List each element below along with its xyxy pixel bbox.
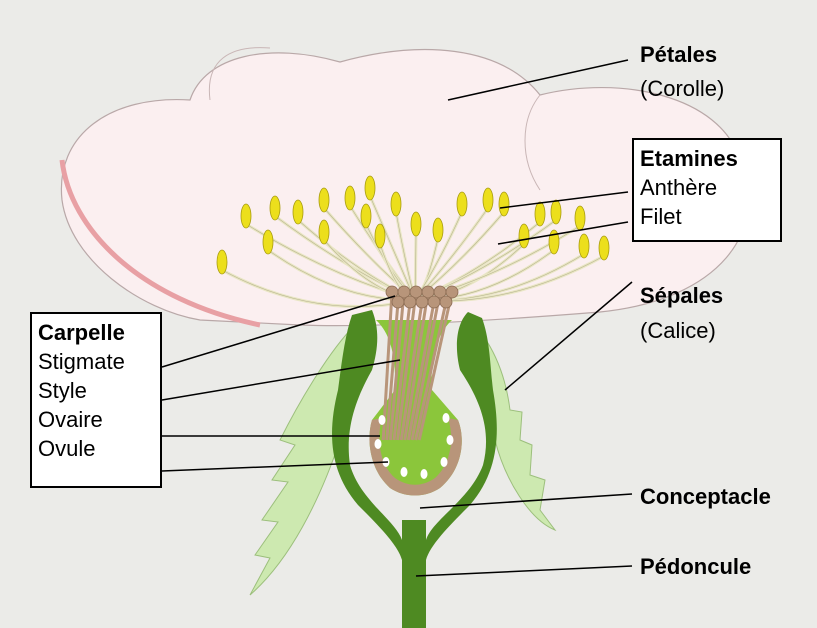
anther bbox=[519, 224, 529, 248]
anther bbox=[483, 188, 493, 212]
anther bbox=[319, 220, 329, 244]
anther bbox=[551, 200, 561, 224]
anther bbox=[535, 202, 545, 226]
anther bbox=[241, 204, 251, 228]
peduncle bbox=[402, 520, 426, 628]
leader-pedoncule bbox=[416, 566, 632, 576]
stigma bbox=[440, 296, 452, 308]
anther bbox=[391, 192, 401, 216]
stigma bbox=[428, 296, 440, 308]
label-carpelle-title: Carpelle bbox=[32, 318, 160, 347]
anther bbox=[217, 250, 227, 274]
stigma bbox=[416, 296, 428, 308]
anther bbox=[365, 176, 375, 200]
label-style: Style bbox=[32, 376, 160, 405]
anther bbox=[457, 192, 467, 216]
carpelle-box: Carpelle Stigmate Style Ovaire Ovule bbox=[30, 312, 162, 488]
anther bbox=[270, 196, 280, 220]
label-ovaire: Ovaire bbox=[32, 405, 160, 434]
ovule bbox=[401, 467, 408, 477]
anther bbox=[499, 192, 509, 216]
anther bbox=[375, 224, 385, 248]
label-sepales-sub: (Calice) bbox=[640, 318, 716, 344]
ovule bbox=[379, 415, 386, 425]
anther bbox=[433, 218, 443, 242]
label-etamines-title: Etamines bbox=[634, 144, 780, 173]
anther bbox=[599, 236, 609, 260]
label-conceptacle: Conceptacle bbox=[640, 484, 771, 510]
etamines-box: Etamines Anthère Filet bbox=[632, 138, 782, 242]
ovule bbox=[447, 435, 454, 445]
label-petales-title: Pétales bbox=[640, 42, 717, 68]
stigma bbox=[392, 296, 404, 308]
stigma bbox=[404, 296, 416, 308]
label-ovule: Ovule bbox=[32, 434, 160, 463]
anther bbox=[575, 206, 585, 230]
anther bbox=[411, 212, 421, 236]
anther bbox=[319, 188, 329, 212]
ovule bbox=[441, 457, 448, 467]
label-petales-sub: (Corolle) bbox=[640, 76, 724, 102]
label-pedoncule: Pédoncule bbox=[640, 554, 751, 580]
label-stigmate: Stigmate bbox=[32, 347, 160, 376]
anther bbox=[345, 186, 355, 210]
leader-ovule bbox=[162, 462, 388, 471]
anther bbox=[263, 230, 273, 254]
ovule bbox=[375, 439, 382, 449]
anther bbox=[293, 200, 303, 224]
label-anthere: Anthère bbox=[634, 173, 780, 202]
anther bbox=[361, 204, 371, 228]
label-sepales-title: Sépales bbox=[640, 283, 723, 309]
ovule bbox=[421, 469, 428, 479]
ovule bbox=[443, 413, 450, 423]
anther bbox=[579, 234, 589, 258]
label-filet: Filet bbox=[634, 202, 780, 231]
